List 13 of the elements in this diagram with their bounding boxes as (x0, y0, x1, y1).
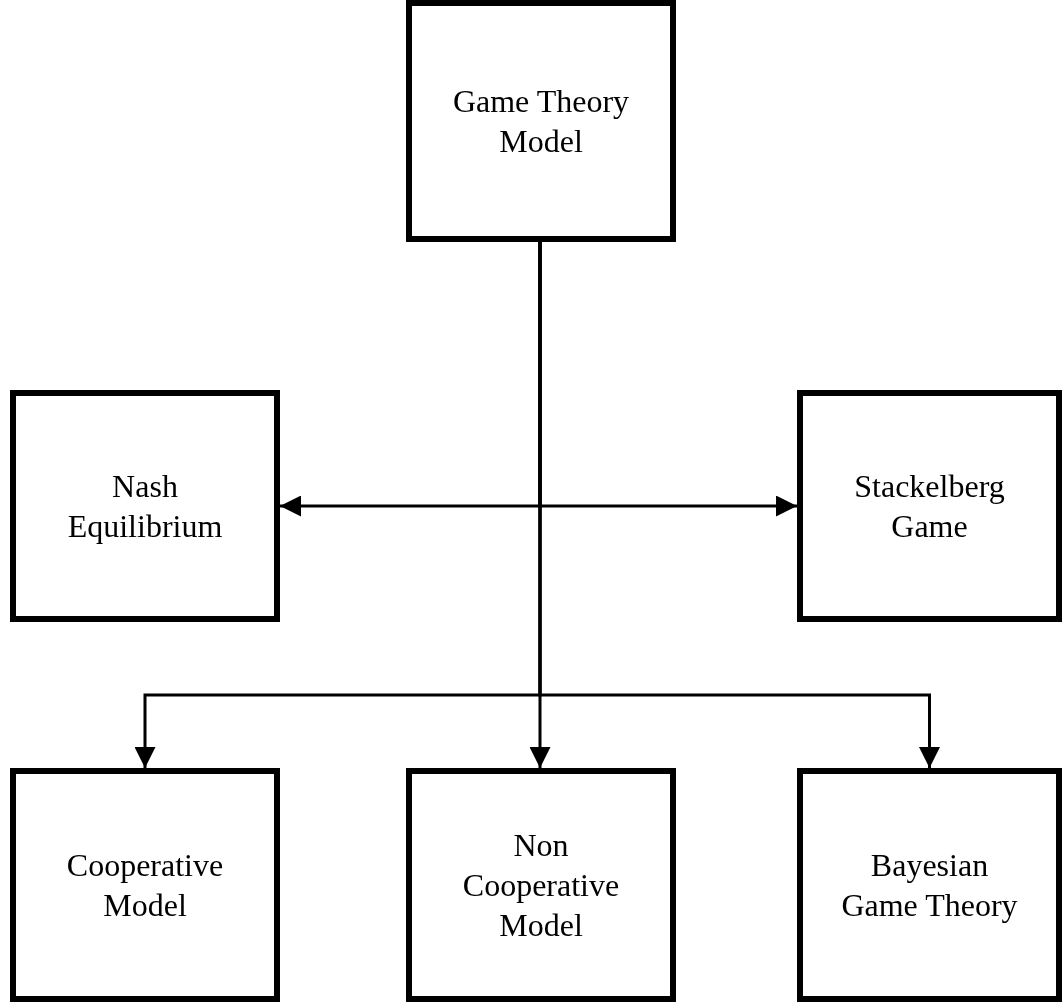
process-box (10, 768, 280, 1002)
node-label: Stackelberg Game (853, 467, 1006, 546)
process-box (797, 768, 1062, 1002)
node-label: Bayesian Game Theory (840, 846, 1019, 925)
node-label: Cooperative Model (65, 846, 225, 925)
node-label: Nash Equilibrium (66, 467, 224, 546)
process-box (406, 0, 676, 242)
process-box (797, 390, 1062, 622)
arrow (538, 242, 940, 768)
node-label: Non Cooperative Model (461, 826, 621, 945)
node-label: Game Theory Model (451, 82, 631, 161)
process-box (10, 390, 280, 622)
process-box (406, 768, 676, 1002)
